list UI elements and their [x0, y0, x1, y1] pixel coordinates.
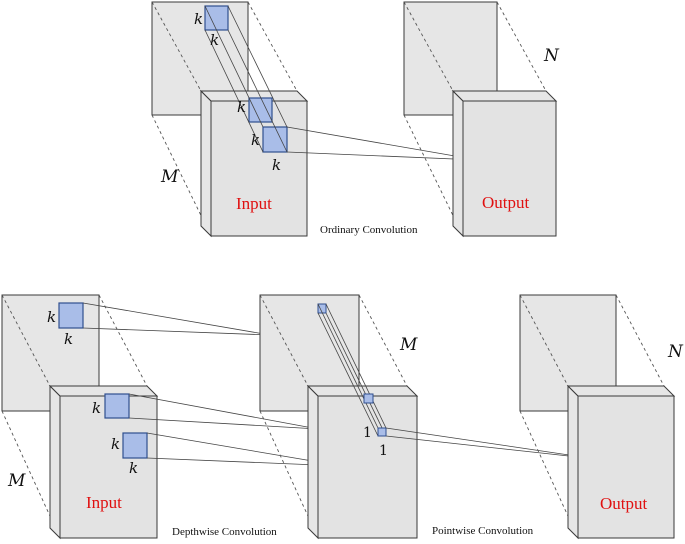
ordinary-kernel-k-label: k [272, 156, 281, 174]
ordinary-output-volume [403, 1, 558, 238]
depthwise-projection-line [82, 327, 271, 336]
separable-kernel-k-label: k [64, 330, 73, 348]
ordinary-kernel-front [262, 126, 288, 153]
ordinary-input-label: Input [236, 194, 272, 213]
separable-input-depth-edge [98, 294, 148, 387]
ordinary-output-depth-edge [403, 114, 464, 237]
separable-kernel-k-label: k [92, 399, 101, 417]
ordinary-kernel-k-label: k [251, 131, 260, 149]
pointwise-output-label: Output [600, 494, 648, 513]
ordinary-input-side-face [200, 89, 212, 238]
ordinary-depth-m-label: M [160, 167, 179, 187]
separable-input-depth-edge [1, 294, 51, 387]
pointwise-projection-line [385, 427, 597, 460]
ordinary-kernel-trace [204, 29, 264, 153]
depthwise-projection-line [82, 302, 271, 336]
ordinary-input-volume [151, 1, 309, 238]
ordinary-output-depth-edge [496, 1, 547, 92]
depthwise-output-front-face [317, 395, 418, 539]
separable-input-volume [1, 294, 159, 540]
separable-input-side-face [49, 384, 61, 540]
ordinary-input-depth-edge [151, 1, 202, 92]
ordinary-projection-line [286, 126, 479, 161]
separable-kernel-k-label: k [129, 459, 138, 477]
pointwise-output-n-label: N [667, 342, 684, 362]
separable-kernel-k-label: k [111, 435, 120, 453]
ordinary-convolution-section: k k k k k M Input N Output Ordinary Conv… [151, 1, 560, 238]
ordinary-output-depth-edge [403, 1, 454, 92]
depthwise-output-volume [259, 294, 419, 540]
pointwise-convolution-caption: Pointwise Convolution [432, 525, 534, 537]
ordinary-kernel-back [204, 5, 229, 31]
separable-input-label: Input [86, 493, 122, 512]
depthwise-output-m-label: M [399, 335, 418, 355]
ordinary-kernel-mid [248, 97, 273, 123]
ordinary-input-depth-edge [247, 1, 298, 92]
ordinary-output-n-label: N [543, 46, 560, 66]
depthwise-convolution-caption: Depthwise Convolution [172, 526, 277, 538]
pointwise-kernel-trace [317, 303, 379, 429]
depthwise-output-depth-edge [358, 294, 408, 387]
pointwise-output-volume [519, 294, 676, 540]
pointwise-projection-line [385, 435, 597, 460]
separable-input-m-label: M [7, 471, 26, 491]
separable-input-front-face [59, 395, 158, 539]
pointwise-kernel-one-label: 1 [379, 443, 388, 459]
pointwise-kernel-trace [325, 303, 387, 429]
ordinary-input-front-face [210, 100, 308, 237]
separable-kernel-front [122, 432, 148, 459]
depthwise-output-depth-edge [259, 294, 309, 387]
depthwise-projection-line [128, 393, 319, 430]
ordinary-kernel-trace [204, 5, 264, 128]
ordinary-kernel-k-label: k [237, 98, 246, 116]
pointwise-kernel-trace [325, 312, 387, 437]
ordinary-output-top-face [451, 90, 558, 102]
pointwise-output-front-face [577, 395, 675, 539]
pointwise-output-side-face [567, 384, 579, 540]
pointwise-kernel-mid [363, 393, 374, 404]
ordinary-projection-line [286, 151, 479, 161]
ordinary-kernel-trace [227, 5, 288, 128]
ordinary-output-side-face [452, 89, 464, 238]
depthwise-output-side-face [307, 384, 319, 540]
pointwise-kernel-one-label: 1 [363, 425, 372, 441]
ordinary-input-depth-edge [151, 114, 212, 237]
pointwise-output-depth-edge [519, 294, 569, 387]
pointwise-kernel-trace [317, 312, 379, 437]
separable-kernel-mid [104, 393, 130, 419]
ordinary-output-label: Output [482, 193, 530, 212]
depthwise-projection-line [128, 417, 319, 430]
pointwise-output-depth-edge [615, 294, 665, 387]
pointwise-output-top-face [566, 385, 676, 397]
ordinary-kernel-k-label: k [194, 10, 203, 28]
pointwise-kernel-front [377, 427, 387, 437]
ordinary-output-front-face [462, 100, 557, 237]
separable-kernel-back [58, 302, 84, 329]
separable-kernel-k-label: k [47, 308, 56, 326]
ordinary-convolution-caption: Ordinary Convolution [320, 224, 418, 236]
separable-convolution-section: k k k k k M Input 1 1 M [1, 294, 684, 540]
ordinary-kernel-trace [227, 29, 288, 153]
separable-input-top-face [48, 385, 159, 397]
ordinary-kernel-k-label: k [210, 31, 219, 49]
